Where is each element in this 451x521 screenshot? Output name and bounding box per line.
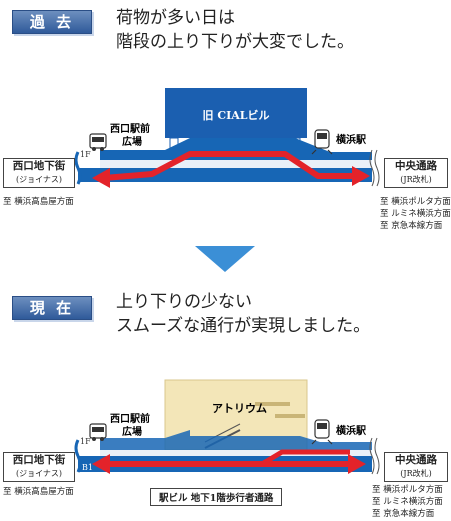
past-gap [100,160,372,168]
past-building-block [165,88,307,138]
present-right-break-2 [374,437,380,475]
past-left-box: 西口地下街 (ジョイナス) [3,158,75,188]
past-right-box-title: 中央通路 [395,160,437,172]
present-left-break [74,439,82,473]
present-badge: 現 在 [12,296,92,320]
present-arrow-head-left [92,454,110,474]
present-train-icon [311,419,333,445]
present-diagram: アトリウム 西口駅前 広場 横浜駅 1F B1 [74,379,380,475]
past-heading-line2: 階段の上り下りが大変でした。 [116,32,354,52]
present-right-dir-2: 至 ルミネ横浜方面 [372,497,443,507]
past-right-box-sub: (JR改札) [400,175,432,184]
past-right-directions: 至 横浜ポルタ方面 至 ルミネ横浜方面 至 京急本線方面 [380,196,451,232]
present-right-break-1 [369,437,375,475]
past-right-dir-3: 至 京急本線方面 [380,221,443,231]
past-diagram: 旧 CIALビル 西口駅前 広場 横浜駅 1F [74,88,380,188]
past-floor-label: 1F [80,150,91,159]
past-arrow-head-left [92,168,110,188]
present-atrium-ledge-2 [275,414,305,418]
present-gap [100,450,372,456]
present-left-box: 西口地下街 (ジョイナス) [3,452,75,482]
past-right-box: 中央通路 (JR改札) [384,158,448,188]
present-right-box-sub: (JR改札) [400,469,432,478]
past-heading: 荷物が多い日は 階段の上り下りが大変でした。 [116,6,354,54]
past-heading-line1: 荷物が多い日は [116,8,235,28]
down-arrow-icon [195,246,255,272]
past-bus-icon [89,133,107,151]
present-heading-line2: スムーズな通行が実現しました。 [116,316,371,336]
past-station-label: 横浜駅 [336,133,367,146]
present-bus-icon [89,423,107,441]
present-arrow-head-right [348,454,366,474]
present-floor-b1: B1 [82,463,93,472]
present-right-directions: 至 横浜ポルタ方面 至 ルミネ横浜方面 至 京急本線方面 [372,484,443,520]
present-right-dir-1: 至 横浜ポルタ方面 [372,485,443,495]
past-plaza-line2: 広場 [122,135,142,148]
present-plaza-line2: 広場 [122,425,142,438]
past-right-break-2 [374,149,380,187]
past-left-box-title: 西口地下街 [12,160,66,172]
past-left-break [74,151,82,185]
present-right-box: 中央通路 (JR改札) [384,452,448,482]
past-building-label: 旧 CIALビル [203,108,270,122]
past-right-dir-2: 至 ルミネ横浜方面 [380,209,451,219]
present-upper-floor [100,430,372,450]
present-right-dir-3: 至 京急本線方面 [372,509,435,519]
past-plaza-line1: 西口駅前 [110,122,150,135]
present-passage-label: 駅ビル 地下1階歩行者通路 [150,488,283,506]
present-station-label: 横浜駅 [336,424,367,437]
present-plaza-line1: 西口駅前 [110,412,150,425]
past-arrow-path [103,151,355,181]
past-left-box-sub: (ジョイナス) [15,175,63,184]
past-train-icon [311,129,333,155]
present-heading-line1: 上り下りの少ない [116,292,252,312]
present-heading: 上り下りの少ない スムーズな通行が実現しました。 [116,290,370,338]
present-right-box-title: 中央通路 [395,454,437,466]
present-left-box-title: 西口地下街 [12,454,66,466]
past-badge: 過 去 [12,10,92,34]
past-right-break-1 [369,149,375,187]
present-left-direction: 至 横浜高島屋方面 [3,487,74,497]
present-atrium-label: アトリウム [212,402,267,415]
past-left-direction: 至 横浜高島屋方面 [3,197,74,207]
present-atrium-ledge-1 [255,402,290,406]
present-arrow-branch [260,449,350,467]
present-left-box-sub: (ジョイナス) [15,469,63,478]
past-upper-floor [100,138,372,160]
past-right-dir-1: 至 横浜ポルタ方面 [380,197,451,207]
present-floor-1f: 1F [80,437,91,446]
past-arrow-head-right [352,166,370,186]
